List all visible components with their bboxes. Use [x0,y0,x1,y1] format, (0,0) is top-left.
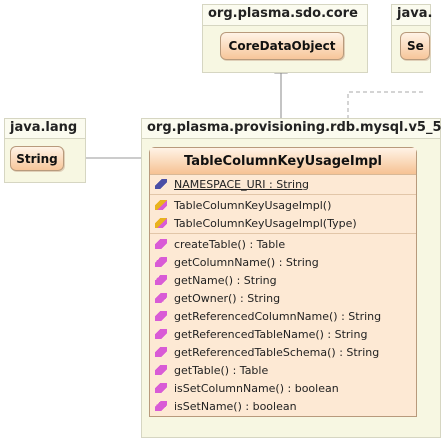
method-icon [155,257,167,267]
package-title: java.lang [4,118,86,138]
field-label: NAMESPACE_URI : String [174,177,310,191]
operation-row[interactable]: createTable() : Table [150,235,416,253]
operation-row[interactable]: getName() : String [150,271,416,289]
method-icon [155,329,167,339]
method-icon [155,347,167,357]
operation-row[interactable]: getTable() : Table [150,361,416,379]
operation-label: getColumnName() : String [174,255,319,269]
field-icon [155,179,167,189]
operation-label: getReferencedColumnName() : String [174,309,382,323]
operations-compartment: createTable() : Table getColumnName() : S… [150,235,416,415]
package-title: org.plasma.sdo.core [202,4,368,25]
operation-label: getName() : String [174,273,277,287]
operation-row[interactable]: isSetColumnName() : boolean [150,379,416,397]
operation-label: getReferencedTableName() : String [174,327,368,341]
compartment-divider [150,233,416,234]
package-title: java. [391,4,432,25]
class-core-data-object[interactable]: CoreDataObject [220,32,344,60]
package-title: org.plasma.provisioning.rdb.mysql.v5_5 [141,118,442,138]
method-icon [155,275,167,285]
constructors-compartment: TableColumnKeyUsageImpl() TableColumnKeyU… [150,196,416,232]
class-truncated[interactable]: Se [400,32,430,60]
operation-label: getOwner() : String [174,291,281,305]
operation-label: isSetName() : boolean [174,399,297,413]
operation-row[interactable]: isSetName() : boolean [150,397,416,415]
constructor-label: TableColumnKeyUsageImpl() [174,198,332,212]
method-icon [155,365,167,375]
method-icon [155,239,167,249]
class-string[interactable]: String [10,146,64,171]
method-icon [155,293,167,303]
method-icon [155,383,167,393]
operation-row[interactable]: getReferencedTableSchema() : String [150,343,416,361]
operation-row[interactable]: getReferencedColumnName() : String [150,307,416,325]
constructor-label: TableColumnKeyUsageImpl(Type) [174,216,357,230]
constructor-icon [155,218,167,228]
constructor-row[interactable]: TableColumnKeyUsageImpl() [150,196,416,214]
class-table-column-key-usage-impl[interactable]: TableColumnKeyUsageImpl NAMESPACE_URI : … [149,147,417,417]
method-icon [155,311,167,321]
operation-label: createTable() : Table [174,237,286,251]
fields-compartment: NAMESPACE_URI : String [150,175,416,193]
operation-row[interactable]: getReferencedTableName() : String [150,325,416,343]
operation-row[interactable]: getColumnName() : String [150,253,416,271]
method-icon [155,401,167,411]
dependency-line [347,91,425,119]
constructor-icon [155,200,167,210]
constructor-row[interactable]: TableColumnKeyUsageImpl(Type) [150,214,416,232]
field-row[interactable]: NAMESPACE_URI : String [150,175,416,193]
operation-label: getReferencedTableSchema() : String [174,345,380,359]
class-title: TableColumnKeyUsageImpl [150,148,416,175]
operation-row[interactable]: getOwner() : String [150,289,416,307]
operation-label: isSetColumnName() : boolean [174,381,339,395]
compartment-divider [150,194,416,195]
operation-label: getTable() : Table [174,363,269,377]
